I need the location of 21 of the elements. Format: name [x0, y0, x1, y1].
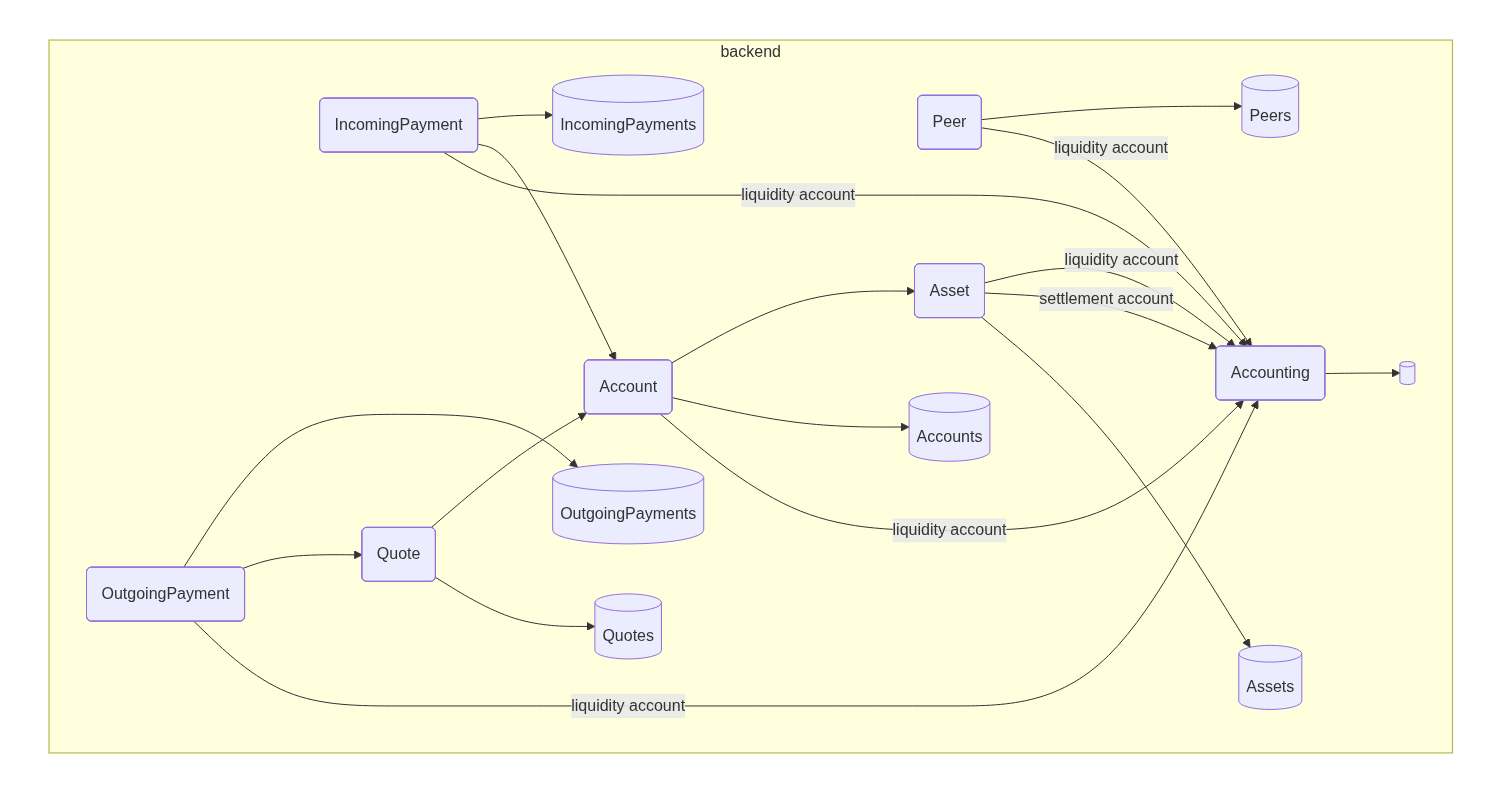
edge-label: liquidity account — [892, 521, 1007, 539]
arrow — [981, 101, 1243, 121]
arrow — [1324, 368, 1401, 378]
node-cylinder — [1399, 361, 1416, 386]
edge-label: liquidity account — [571, 696, 685, 714]
arrow — [477, 110, 553, 120]
arrow — [671, 397, 910, 432]
arrow — [182, 413, 578, 569]
arrow — [443, 152, 1247, 347]
edge-label: liquidity account — [1064, 251, 1179, 269]
arrow — [242, 550, 363, 569]
edge-label: settlement account — [1039, 290, 1174, 308]
edge-label: liquidity account — [1053, 139, 1168, 157]
arrow — [981, 127, 1252, 347]
arrow — [430, 412, 587, 529]
edge-label: liquidity account — [741, 186, 855, 204]
arrow — [981, 317, 1251, 648]
arrow — [984, 267, 1236, 347]
arrow — [435, 577, 596, 631]
arrow — [477, 143, 616, 361]
arrow — [671, 286, 916, 364]
